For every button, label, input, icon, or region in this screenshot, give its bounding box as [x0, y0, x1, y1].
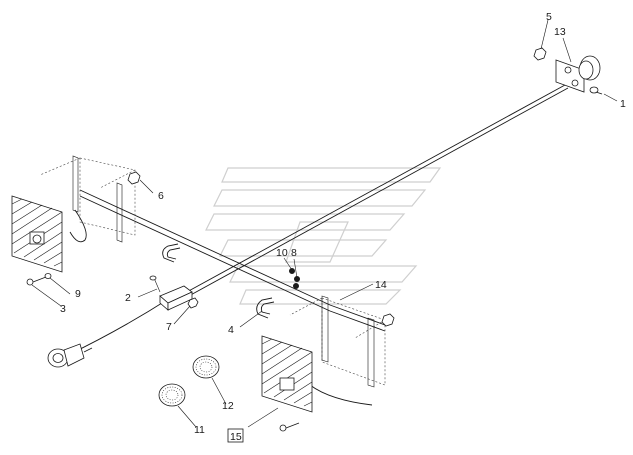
- callout-15: 15: [230, 431, 242, 443]
- u-bolt-lower: [256, 297, 275, 319]
- plug-connector: [47, 343, 93, 368]
- callout-10: 10: [276, 247, 288, 259]
- callout-8: 8: [291, 247, 297, 259]
- callout-11: 11: [194, 424, 205, 436]
- right-reflector: [261, 335, 313, 413]
- callout-13: 13: [554, 26, 566, 38]
- round-reflector-12: [192, 355, 220, 379]
- callout-14: 14: [375, 279, 387, 291]
- callout-9: 9: [75, 288, 81, 300]
- callout-4: 4: [228, 324, 234, 336]
- callout-labels: 1 2 3 4 5 6 7 8 9 10 11 12 13 14 15: [60, 11, 626, 443]
- round-reflector-11: [158, 383, 186, 407]
- callout-2: 2: [125, 292, 131, 304]
- main-cable: [67, 84, 569, 356]
- watermark-logo: [205, 167, 442, 305]
- support-bar: [79, 189, 386, 332]
- callout-7: 7: [166, 321, 172, 333]
- callout-15-box: [227, 428, 244, 443]
- callout-3: 3: [60, 303, 66, 315]
- callout-12: 12: [222, 400, 234, 412]
- junction-box: [149, 275, 193, 311]
- left-bracket-box: [39, 155, 136, 243]
- right-bracket-box: [289, 295, 386, 406]
- callout-6: 6: [158, 190, 164, 202]
- u-bolt-upper: [162, 243, 181, 263]
- left-reflector: [11, 195, 63, 273]
- callout-1: 1: [620, 98, 626, 110]
- callout-5: 5: [546, 11, 552, 23]
- leader-lines: [31, 19, 618, 428]
- side-marker-lamp: [555, 55, 601, 93]
